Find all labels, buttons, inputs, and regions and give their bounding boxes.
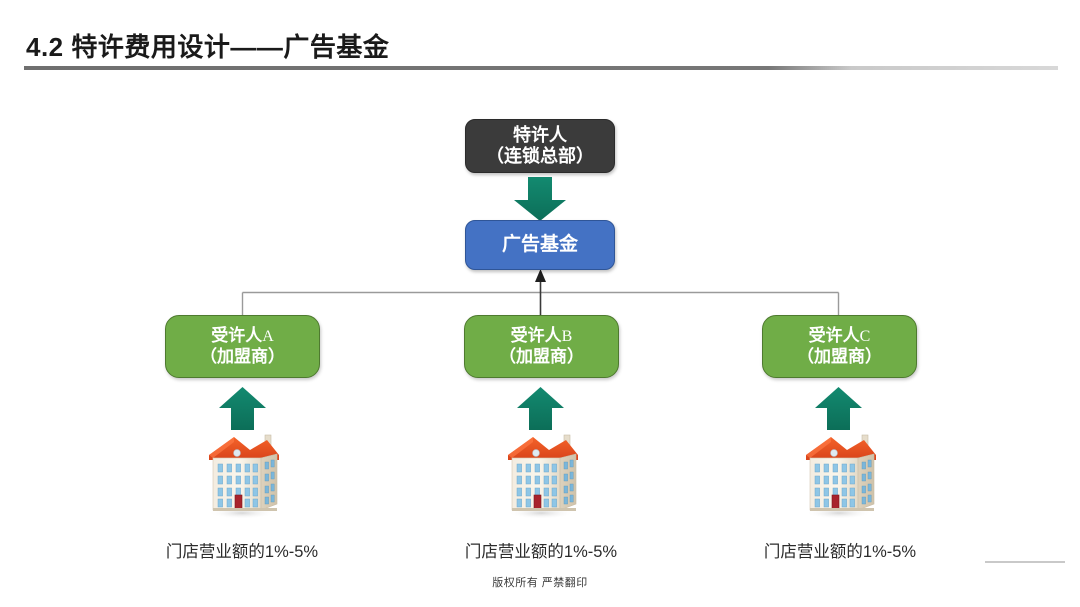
node-franchisor-line2: （连锁总部） bbox=[486, 146, 594, 166]
node-franchisee-a-line2: （加盟商） bbox=[200, 346, 285, 366]
page-title: 4.2 特许费用设计——广告基金 bbox=[26, 32, 390, 62]
building-icon bbox=[806, 434, 876, 519]
node-franchisee-b-line2: （加盟商） bbox=[499, 346, 584, 366]
node-franchisee-a-letter: A bbox=[262, 328, 274, 346]
node-franchisee-c-line2: （加盟商） bbox=[797, 346, 882, 366]
arrow-franchisees-to-adfund bbox=[535, 269, 546, 316]
building-icon bbox=[508, 434, 578, 519]
node-franchisee-a-line1: 受许人A bbox=[211, 326, 274, 346]
node-franchisee-b[interactable]: 受许人B （加盟商） bbox=[464, 315, 619, 378]
copyright-notice: 版权所有 严禁翻印 bbox=[492, 577, 588, 589]
caption-franchisee-a: 门店营业额的1%-5% bbox=[165, 543, 319, 561]
arrow-house-to-franchisee-c bbox=[815, 387, 862, 430]
node-franchisee-c-letter: C bbox=[859, 328, 871, 346]
node-ad-fund[interactable]: 广告基金 bbox=[465, 220, 615, 270]
node-franchisor-line1: 特许人 bbox=[513, 124, 567, 145]
node-franchisee-b-letter: B bbox=[561, 328, 573, 346]
node-ad-fund-label: 广告基金 bbox=[501, 233, 578, 255]
node-franchisee-c-line1: 受许人C bbox=[808, 326, 871, 346]
node-franchisee-c[interactable]: 受许人C （加盟商） bbox=[762, 315, 917, 378]
corner-divider bbox=[985, 561, 1065, 563]
node-franchisee-b-line1: 受许人B bbox=[510, 326, 573, 346]
title-divider bbox=[24, 66, 1058, 70]
arrow-franchisor-to-adfund bbox=[514, 177, 566, 221]
node-franchisor[interactable]: 特许人 （连锁总部） bbox=[465, 119, 615, 173]
caption-franchisee-b: 门店营业额的1%-5% bbox=[464, 543, 618, 561]
caption-franchisee-c: 门店营业额的1%-5% bbox=[763, 543, 917, 561]
arrow-house-to-franchisee-b bbox=[517, 387, 564, 430]
arrow-house-to-franchisee-a bbox=[219, 387, 266, 430]
node-franchisee-a[interactable]: 受许人A （加盟商） bbox=[165, 315, 320, 378]
building-icon bbox=[209, 434, 279, 519]
